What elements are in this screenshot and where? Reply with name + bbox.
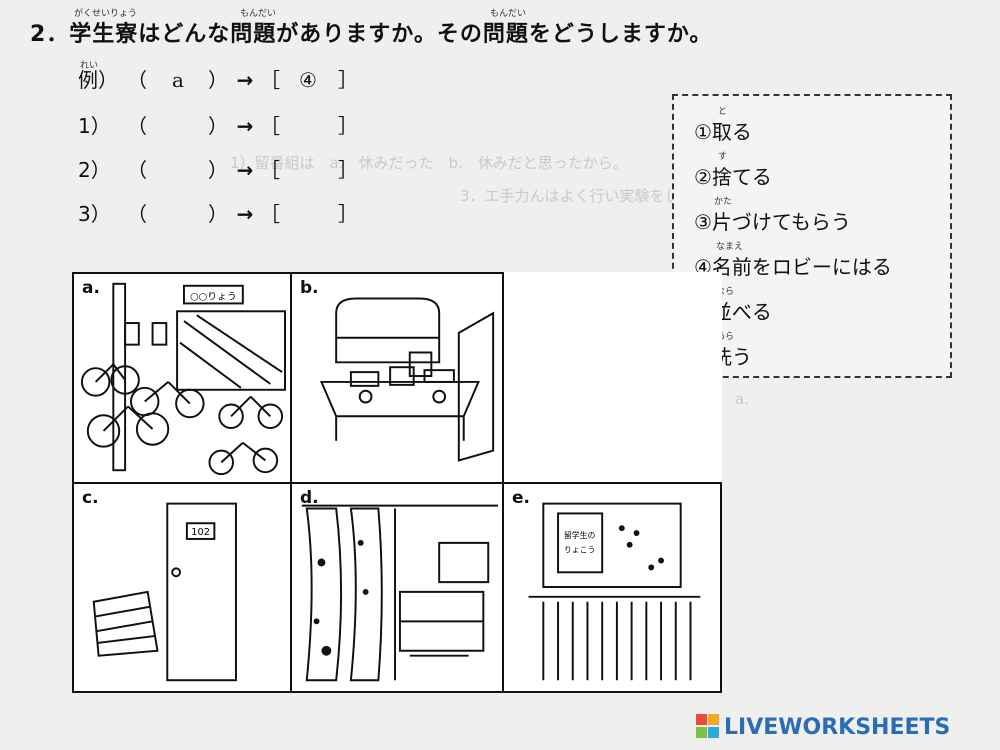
option-ruby: なら <box>716 287 735 297</box>
row-number: 3） <box>78 202 111 226</box>
option-ruby: なまえ <box>716 242 744 252</box>
picture-d-curtains-sofa: d. <box>290 482 504 693</box>
question-title-text: 2．学生寮はどんな問題がありますか。その問題をどうしますか。 <box>30 22 713 47</box>
bracket-left: ［ <box>260 202 280 226</box>
question-title: 2．学生寮はどんな問題がありますか。その問題をどうしますか。 <box>30 16 712 48</box>
curtain-sofa-illustration <box>301 504 499 682</box>
arrow: → <box>236 158 254 182</box>
bleed-through-text: 1）留番組は a. 休みだった b. 休みだと思ったから。 <box>230 154 628 172</box>
poster-text-1: 留学生の <box>564 530 595 540</box>
liveworksheets-logo-icon <box>696 714 720 740</box>
picture-choice-field: a <box>172 68 184 92</box>
ruby-mondai: もんだい <box>240 9 277 19</box>
row-number: 1） <box>78 114 111 138</box>
paren-left: （ <box>127 202 147 226</box>
option-item: ③片づけてもらう <box>694 210 851 234</box>
picture-label: d. <box>300 488 319 508</box>
arrow: → <box>236 68 254 92</box>
option-item: ①取る <box>694 120 752 144</box>
bleed-through-text: a. <box>735 390 749 408</box>
row-number: 例） <box>78 68 118 92</box>
bracket-right: ］ <box>338 202 358 226</box>
paren-right: ） <box>208 158 228 182</box>
bracket-right: ］ <box>338 68 358 92</box>
picture-label: c. <box>82 488 99 508</box>
paren-right: ） <box>208 68 228 92</box>
liveworksheets-watermark: LIVEWORKSHEETS <box>696 712 950 742</box>
messy-room-illustration <box>319 297 495 462</box>
option-ruby: かた <box>714 197 733 207</box>
answer-row-example: 例） （ a ） →［ ④ ］ <box>78 64 358 93</box>
picture-c-newspapers-by-door: 102 c. <box>72 482 292 693</box>
picture-grid: ○○りょう a. b. <box>72 272 722 693</box>
ruby-gakuseiryou: がくせいりょう <box>74 9 138 19</box>
option-item: ④名前をロビーにはる <box>694 255 892 279</box>
bracket-right: ］ <box>338 158 358 182</box>
option-choice-field: ④ <box>299 68 317 92</box>
option-ruby: す <box>718 152 728 162</box>
bracket-left: ［ <box>260 114 280 138</box>
paren-right: ） <box>208 202 228 226</box>
row-number: 2） <box>78 158 111 182</box>
bicycles-illustration: ○○りょう <box>80 282 286 476</box>
dorm-sign-text: ○○りょう <box>190 291 237 303</box>
arrow: → <box>236 202 254 226</box>
picture-label: a. <box>82 278 100 298</box>
option-item: ②捨てる <box>694 165 772 189</box>
ruby-mondai-2: もんだい <box>490 9 527 19</box>
answer-row-3: 3） （ ） →［ ］ <box>78 198 358 227</box>
picture-a-bicycles: ○○りょう a. <box>72 272 292 484</box>
option-ruby: あら <box>716 332 735 342</box>
door-newspapers-illustration: 102 <box>92 502 237 682</box>
answer-row-1: 1） （ ） →［ ］ <box>78 110 358 139</box>
arrow: → <box>236 114 254 138</box>
poster-text-2: りょこう <box>564 546 595 555</box>
paren-left: （ <box>127 68 147 92</box>
paren-left: （ <box>127 158 147 182</box>
picture-e-bulletin-board: 留学生の りょこう e. <box>502 482 722 693</box>
bracket-left: ［ <box>260 158 280 182</box>
door-number-text: 102 <box>191 527 210 538</box>
picture-b-messy-living-room: b. <box>290 272 504 484</box>
answer-row-2: 2） （ ） →［ ］ <box>78 154 358 183</box>
paren-right: ） <box>208 114 228 138</box>
picture-label: b. <box>300 278 319 298</box>
bulletin-board-illustration: 留学生の りょこう <box>528 502 701 681</box>
picture-label: e. <box>512 488 530 508</box>
bleed-through-text: 3．エ手力んはよく行い実験をします <box>460 187 710 205</box>
option-ruby: と <box>718 107 728 117</box>
bracket-right: ］ <box>338 114 358 138</box>
paren-left: （ <box>127 114 147 138</box>
bracket-left: ［ <box>260 68 280 92</box>
ruby-rei: れい <box>80 61 99 71</box>
watermark-text: LIVEWORKSHEETS <box>724 714 951 740</box>
